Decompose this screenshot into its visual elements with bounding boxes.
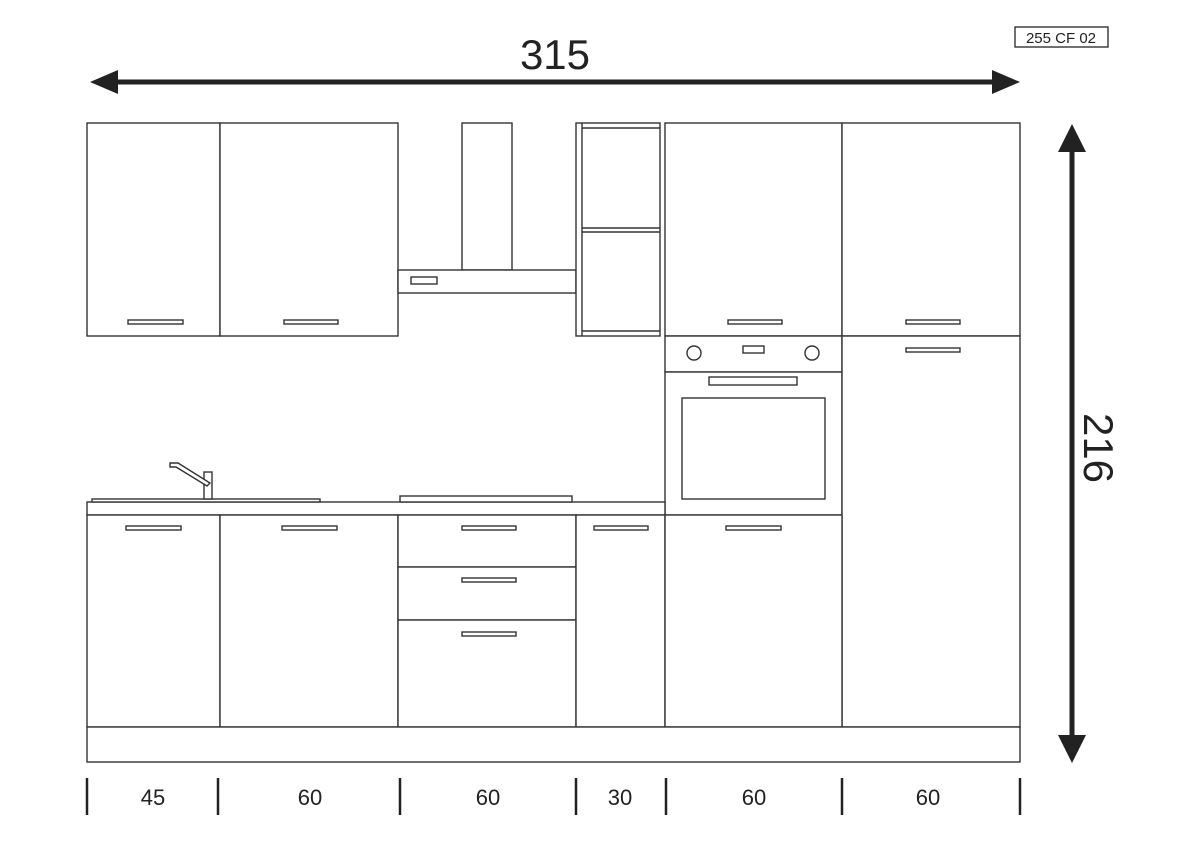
module-width-label: 60 [298, 785, 322, 810]
countertop [86, 501, 666, 516]
total-width-label: 315 [520, 31, 590, 78]
fridge-door [841, 335, 1021, 728]
module-width-label: 45 [141, 785, 165, 810]
handle [461, 525, 517, 531]
hood-chimney [461, 122, 513, 271]
countertop-group [86, 462, 666, 516]
base-cabinet-60-sink [219, 514, 399, 728]
handle [725, 525, 782, 531]
oven-window [681, 397, 826, 500]
oven-column-base-door [664, 514, 843, 728]
base-cabinet-30 [575, 514, 666, 728]
oven-column [664, 335, 843, 516]
module-dimensions: 45 60 60 30 60 60 [85, 778, 1022, 815]
module-width-label: 30 [608, 785, 632, 810]
handle [905, 347, 961, 353]
code-label-box: 255 CF 02 [1014, 26, 1109, 48]
wall-cabinet-45 [86, 122, 221, 337]
module-width-label: 60 [476, 785, 500, 810]
arrow-up-icon [1058, 124, 1086, 152]
drawer-1 [397, 514, 577, 568]
height-dimension: 216 [1058, 124, 1122, 763]
oven-display [742, 345, 765, 354]
width-dimension: 315 [90, 31, 1020, 94]
wall-cabinets [86, 122, 1021, 337]
drawer-3 [397, 619, 577, 728]
base-cabinets [86, 514, 1021, 763]
handle [905, 319, 961, 325]
module-width-label: 60 [742, 785, 766, 810]
oven-handle [708, 376, 798, 386]
module-width-label: 60 [916, 785, 940, 810]
open-shelf-unit [575, 122, 661, 337]
handle [283, 319, 339, 325]
base-cabinet-45 [86, 514, 221, 728]
wall-cabinet-60 [219, 122, 399, 337]
code-label: 255 CF 02 [1026, 30, 1096, 47]
fridge-unit-top-door [841, 122, 1021, 337]
handle [727, 319, 783, 325]
handle [125, 525, 182, 531]
arrow-left-icon [90, 70, 118, 94]
knob-icon [804, 345, 820, 361]
handle [461, 631, 517, 637]
handle [593, 525, 649, 531]
handle [127, 319, 184, 325]
drawer-2 [397, 566, 577, 621]
hood-control [410, 276, 438, 285]
handle [461, 577, 517, 583]
arrow-down-icon [1058, 735, 1086, 763]
faucet-icon [169, 462, 213, 500]
plinth [86, 726, 1021, 763]
knob-icon [686, 345, 702, 361]
handle [281, 525, 338, 531]
hob [399, 495, 573, 503]
total-height-label: 216 [1075, 413, 1122, 483]
tall-unit-top-door [664, 122, 843, 337]
arrow-right-icon [992, 70, 1020, 94]
